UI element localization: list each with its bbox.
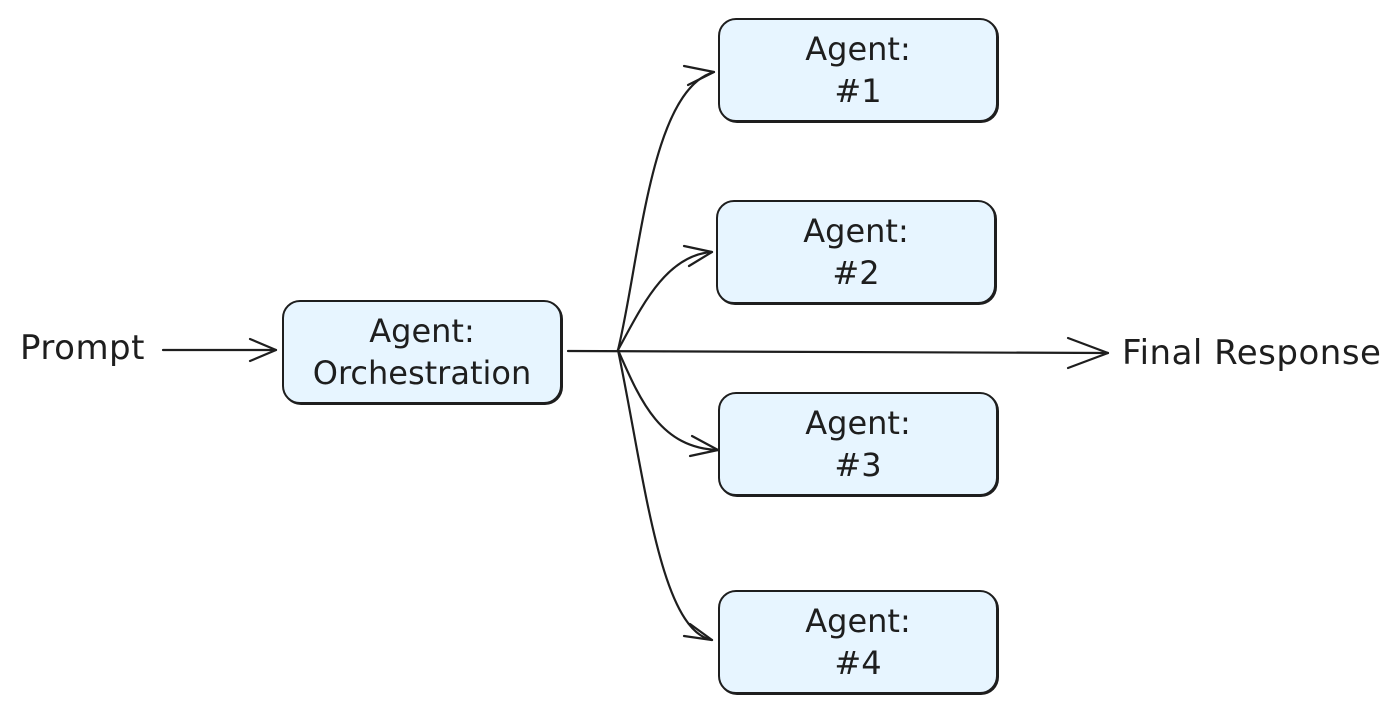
arrow-to-agent-3	[616, 348, 720, 458]
node-subtitle: #3	[834, 446, 882, 484]
node-subtitle: #2	[832, 254, 880, 292]
arrow-prompt-to-orchestration	[161, 337, 278, 363]
node-subtitle: #4	[834, 644, 882, 682]
node-title: Agent:	[803, 212, 909, 250]
node-subtitle: Orchestration	[312, 354, 532, 392]
arrow-to-agent-1	[616, 64, 716, 352]
agent-2-node: Agent: #2	[716, 200, 996, 304]
prompt-label: Prompt	[20, 328, 145, 368]
arrow-to-agent-4	[616, 348, 714, 642]
node-title: Agent:	[805, 30, 911, 68]
node-title: Agent:	[805, 404, 911, 442]
node-title: Agent:	[369, 312, 475, 350]
arrow-orchestration-to-final-response	[566, 336, 1110, 370]
agent-3-node: Agent: #3	[718, 392, 998, 496]
node-subtitle: #1	[834, 72, 882, 110]
orchestration-agent-node: Agent: Orchestration	[282, 300, 562, 404]
agent-4-node: Agent: #4	[718, 590, 998, 694]
arrow-to-agent-2	[616, 244, 714, 352]
node-title: Agent:	[805, 602, 911, 640]
final-response-label: Final Response	[1122, 333, 1382, 373]
agent-1-node: Agent: #1	[718, 18, 998, 122]
